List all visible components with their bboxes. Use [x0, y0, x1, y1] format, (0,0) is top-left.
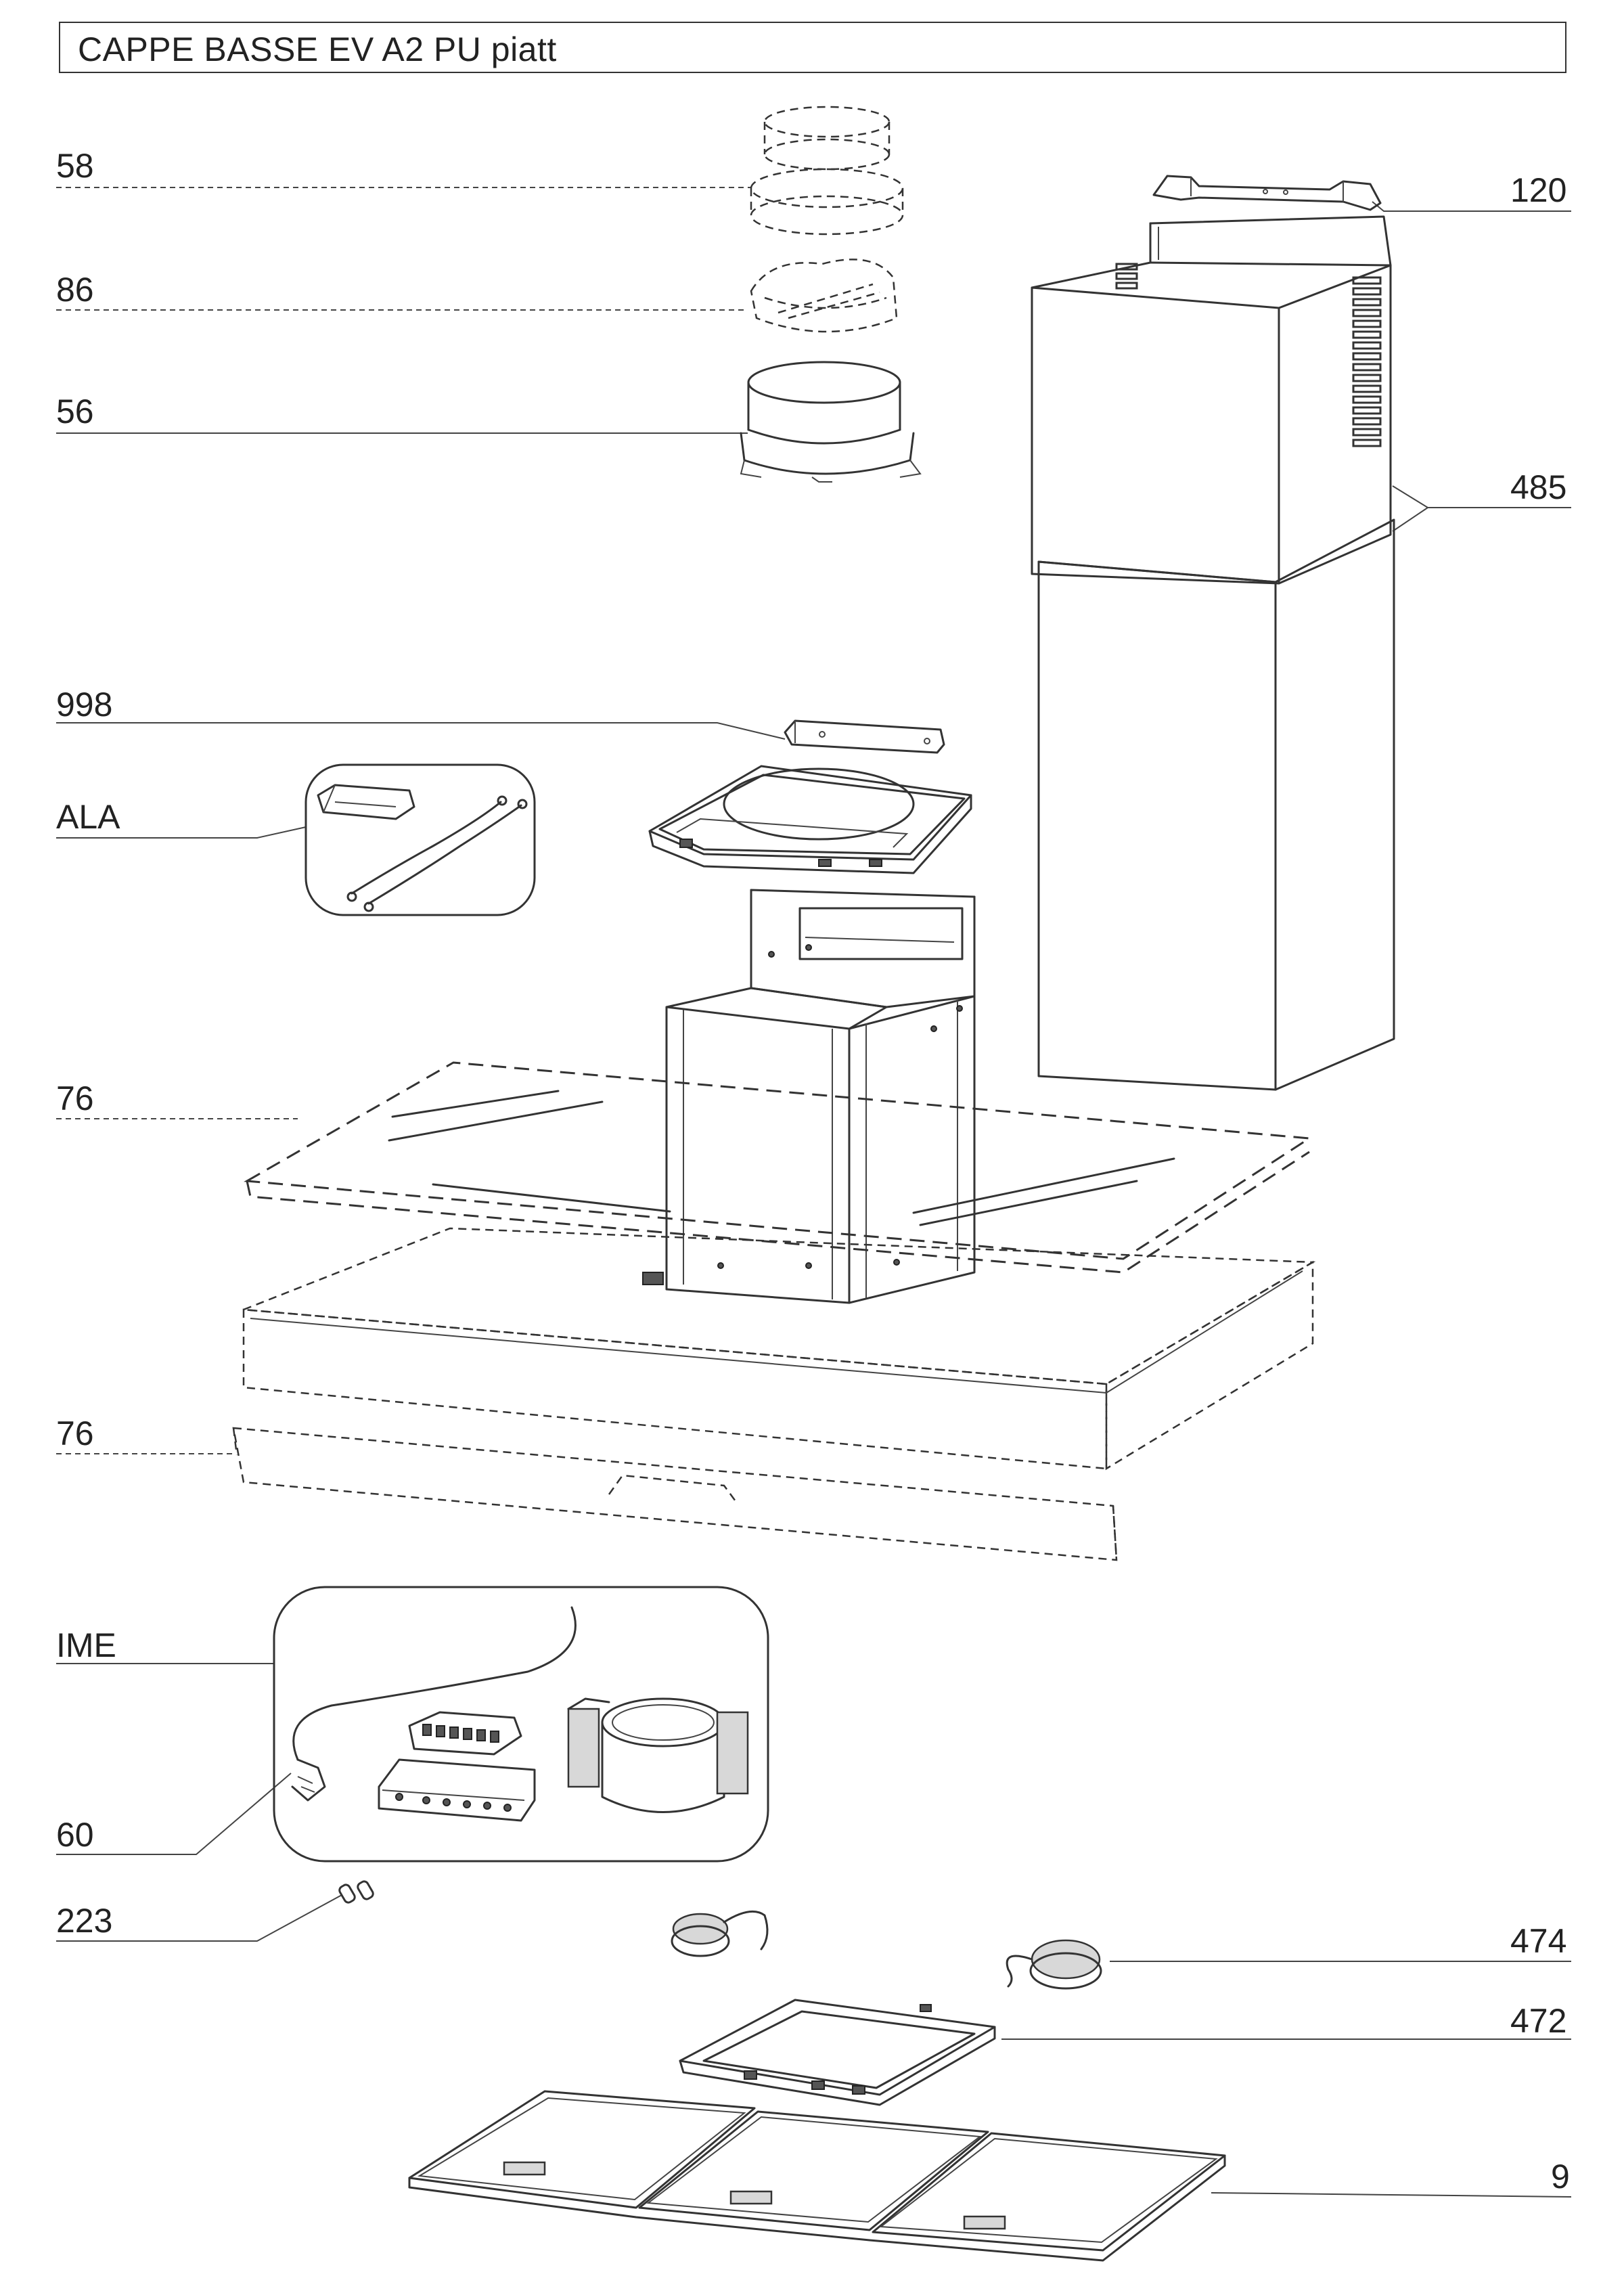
leader-line-ALA	[56, 826, 307, 839]
motor-housing-frame	[665, 889, 976, 1304]
leader-line-485-b	[1392, 507, 1428, 532]
diagram-title-box: CAPPE BASSE EV A2 PU piatt	[59, 22, 1566, 73]
ime-kit-group	[273, 1586, 769, 1863]
duct-adapter-58	[750, 106, 904, 236]
label-56: 56	[56, 393, 748, 434]
chimney-vent-slots	[1115, 263, 1382, 447]
part-number-56: 56	[56, 393, 94, 430]
ala-kit-group	[304, 763, 536, 916]
lamp-frame-472	[679, 1999, 996, 2106]
leader-line-60	[56, 1773, 292, 1855]
hood-canopy-body	[242, 1227, 1316, 1471]
label-76-bottom: 76	[56, 1414, 233, 1454]
label-IME: IME	[56, 1626, 274, 1664]
diagram-title: CAPPE BASSE EV A2 PU piatt	[78, 30, 557, 68]
leader-line-223	[56, 1894, 342, 1942]
part-number-86: 86	[56, 271, 94, 309]
leader-line-9	[1211, 2192, 1572, 2198]
label-76-top: 76	[56, 1079, 298, 1119]
label-ALA: ALA	[56, 798, 307, 839]
chimney-485	[1031, 215, 1395, 1091]
label-485: 485	[1392, 468, 1571, 532]
label-472: 472	[1001, 2002, 1571, 2040]
part-number-474: 474	[1510, 1922, 1566, 1960]
label-60: 60	[56, 1773, 292, 1855]
part-number-76-top: 76	[56, 1079, 94, 1117]
front-panel-76-bottom	[232, 1427, 1118, 1561]
outlet-collar-56	[740, 361, 922, 483]
part-number-120: 120	[1510, 171, 1566, 209]
label-998: 998	[56, 686, 786, 740]
part-number-60: 60	[56, 1816, 94, 1854]
part-number-223: 223	[56, 1902, 112, 1940]
damper-86	[750, 259, 898, 333]
motor-support-plate	[648, 765, 972, 874]
part-number-9: 9	[1551, 2158, 1570, 2196]
label-58: 58	[56, 147, 751, 188]
fuses-223	[338, 1880, 374, 1904]
grease-filters-9	[408, 2090, 1226, 2262]
leader-line-998	[56, 722, 786, 740]
label-474: 474	[1110, 1922, 1571, 1962]
chimney-bracket-120	[1152, 175, 1382, 211]
bracket-998	[784, 719, 945, 754]
label-120: 120	[1372, 171, 1571, 212]
part-number-998: 998	[56, 686, 112, 723]
part-number-58: 58	[56, 147, 94, 185]
led-lamps-474	[671, 1910, 1102, 1990]
part-number-76-bottom: 76	[56, 1414, 94, 1452]
label-9: 9	[1211, 2158, 1572, 2198]
label-86: 86	[56, 271, 748, 311]
part-number-485: 485	[1510, 468, 1566, 506]
glass-panel-76-top	[244, 1061, 1313, 1274]
part-number-472: 472	[1510, 2002, 1566, 2040]
label-223: 223	[56, 1894, 342, 1942]
part-number-ALA: ALA	[56, 798, 120, 836]
part-number-IME: IME	[56, 1626, 116, 1664]
